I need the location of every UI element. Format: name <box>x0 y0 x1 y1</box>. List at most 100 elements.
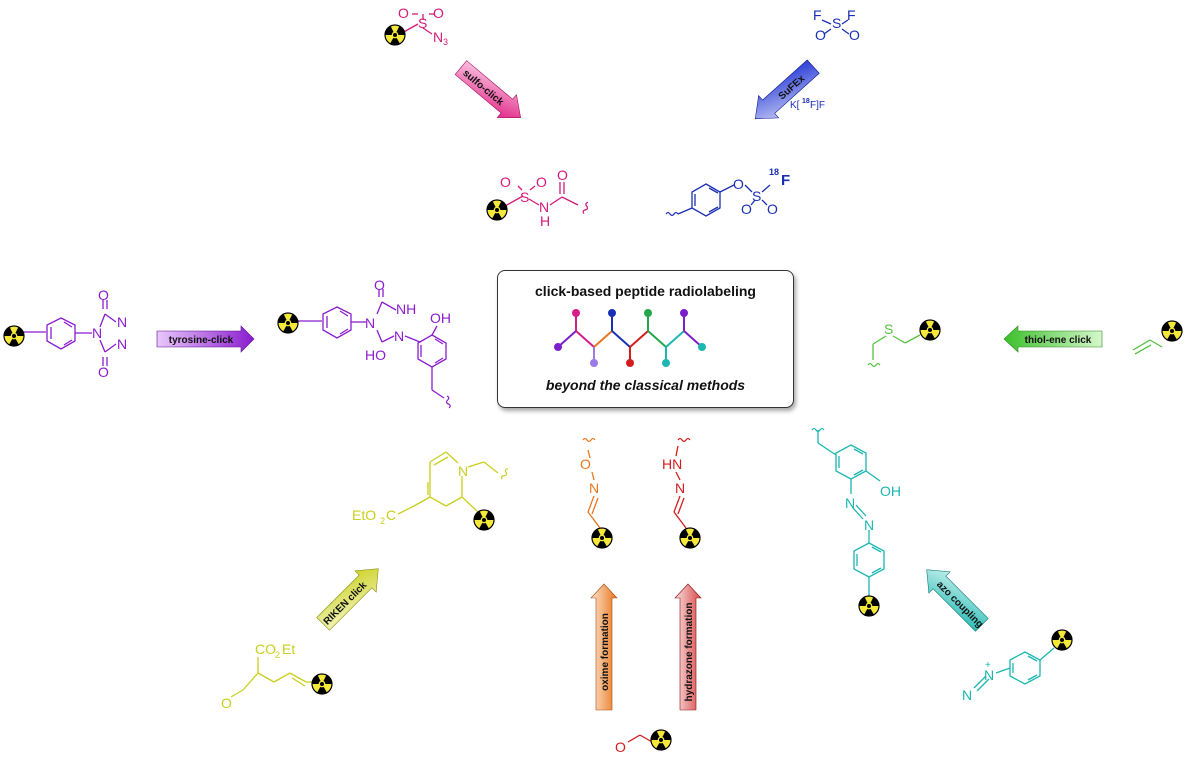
wiggly-bond <box>677 437 691 443</box>
acyl-o2: O <box>536 174 547 190</box>
peptide-chain <box>554 309 706 367</box>
hydrazone-formation-arrow: hydrazone formation <box>674 583 702 711</box>
ptad-o2: O <box>98 364 109 380</box>
wiggly-bond <box>444 395 452 409</box>
peptide-chain-graphic <box>554 309 706 367</box>
wiggly-bond <box>665 211 679 217</box>
thiol-ene-label: thiol-ene click <box>1025 335 1092 346</box>
fluorosulfate-o1: O <box>741 201 752 217</box>
ptad-o1: O <box>98 287 109 303</box>
fluorosulfate-f: F <box>781 172 790 189</box>
azo-oh: OH <box>880 483 901 499</box>
radiation-icon <box>486 199 508 221</box>
chain-end-atom <box>554 343 562 351</box>
tyrosine-click-label: tyrosine-click <box>169 335 234 346</box>
riken-reagent: CO 2 Et O <box>221 641 318 711</box>
chain-side-atom <box>626 359 634 367</box>
fluorosulfate-s: S <box>752 188 761 204</box>
sufex-arrow: SuFEx <box>754 59 820 120</box>
radiation-icon <box>650 729 672 751</box>
radiation-icon <box>591 527 613 549</box>
aldehyde-o: O <box>615 739 626 755</box>
sulfonyl-fluoride-o2: O <box>849 27 860 43</box>
acyl-h: H <box>540 213 550 229</box>
aldehyde-reagent: O <box>615 734 653 755</box>
diazonium-n2: N <box>984 667 994 683</box>
tyr-nh: NH <box>396 301 416 317</box>
sulfonyl-azide-o2: O <box>433 5 444 21</box>
radiation-icon <box>384 24 406 46</box>
riken-et: Et <box>282 641 295 657</box>
sulfonyl-azide-n: N <box>433 29 443 45</box>
chain-bond <box>647 330 667 348</box>
radiation-icon <box>1161 320 1183 342</box>
sulfonyl-fluoride-o1: O <box>815 27 826 43</box>
wiggly-bond <box>581 201 591 215</box>
sulfonyl-fluoride-reagent: F S F O O <box>813 7 860 43</box>
radiation-icon <box>473 509 495 531</box>
diazonium-plus: + <box>985 660 991 671</box>
riken-product: N EtO 2 C <box>352 451 499 526</box>
azo-n1: N <box>845 495 855 511</box>
fluorosulfate-product: O S O O 18 F <box>677 167 790 217</box>
oxime-formation-arrow: oxime formation <box>590 583 618 711</box>
sulfonyl-fluoride-f2: F <box>847 7 856 23</box>
sulfonyl-fluoride-s: S <box>832 15 841 31</box>
radiation-icon <box>919 319 941 341</box>
ptad-n: N <box>92 325 102 341</box>
sulfonyl-azide-sub: 3 <box>443 37 448 47</box>
azo-coupling-arrow: azo coupling <box>926 569 989 632</box>
ptad-reagent: O N N N O <box>22 287 127 380</box>
azo-coupling-label: azo coupling <box>934 579 985 630</box>
tyrosine-click-arrow: tyrosine-click <box>156 325 255 353</box>
sulfonyl-azide-reagent: O S O N 3 <box>398 5 448 47</box>
fluorosulfate-iso: 18 <box>769 167 779 177</box>
center-summary-box: click-based peptide radiolabeling beyond… <box>497 270 794 408</box>
radiation-icon <box>277 312 299 334</box>
center-title: click-based peptide radiolabeling <box>535 283 756 299</box>
wiggly-bond <box>867 362 881 368</box>
wiggly-bond <box>582 437 596 443</box>
fluorosulfate-o: O <box>733 176 744 192</box>
tyrosine-adduct-product: O NH N N HO OH <box>296 277 451 399</box>
acyl-n: N <box>539 199 549 215</box>
oxime-n: N <box>589 480 599 496</box>
chain-side-atom <box>590 359 598 367</box>
oxime-product: O N <box>580 449 601 529</box>
tyr-n1: N <box>394 328 404 344</box>
oxime-formation-label: oxime formation <box>600 613 611 691</box>
oxime-o: O <box>580 456 591 472</box>
sulfonyl-azide-s: S <box>418 15 427 31</box>
kf-reagent: K[ 18 F]F <box>790 98 825 111</box>
alkene-reagent <box>1132 339 1163 355</box>
thiol-s: S <box>884 321 893 337</box>
thiol-ene-arrow: thiol-ene click <box>1003 325 1103 353</box>
diazonium-reagent: N N + <box>962 647 1055 703</box>
chain-side-atom <box>644 309 652 317</box>
riken-ester-c: C <box>386 507 396 523</box>
acyl-o1: O <box>500 174 511 190</box>
azo-n2: N <box>864 517 874 533</box>
tyr-ho: HO <box>365 347 386 363</box>
diazonium-n1: N <box>962 687 972 703</box>
chain-bond <box>683 330 703 348</box>
chain-bond <box>593 330 613 348</box>
kf-k: K[ <box>790 100 800 111</box>
riken-ester: EtO <box>352 507 376 523</box>
center-subtitle: beyond the classical methods <box>545 377 746 393</box>
riken-ester-sub: 2 <box>380 516 385 526</box>
riken-co-sub: 2 <box>275 650 280 660</box>
chain-bond <box>629 330 649 348</box>
kf-f: F]F <box>810 100 825 111</box>
radiation-icon <box>858 595 880 617</box>
sulfonyl-azide-o1: O <box>398 5 409 21</box>
riken-click-arrow: RIKEN click <box>316 568 379 631</box>
hydrazone-hn: HN <box>662 456 682 472</box>
sulfo-click-arrow: sulfo-click <box>454 60 522 119</box>
riken-co: CO <box>255 641 276 657</box>
ptad-n3: N <box>117 336 127 352</box>
radiation-icon <box>311 673 333 695</box>
chain-side-atom <box>680 309 688 317</box>
riken-click-label: RIKEN click <box>322 580 370 628</box>
tyr-o1: O <box>374 277 385 293</box>
